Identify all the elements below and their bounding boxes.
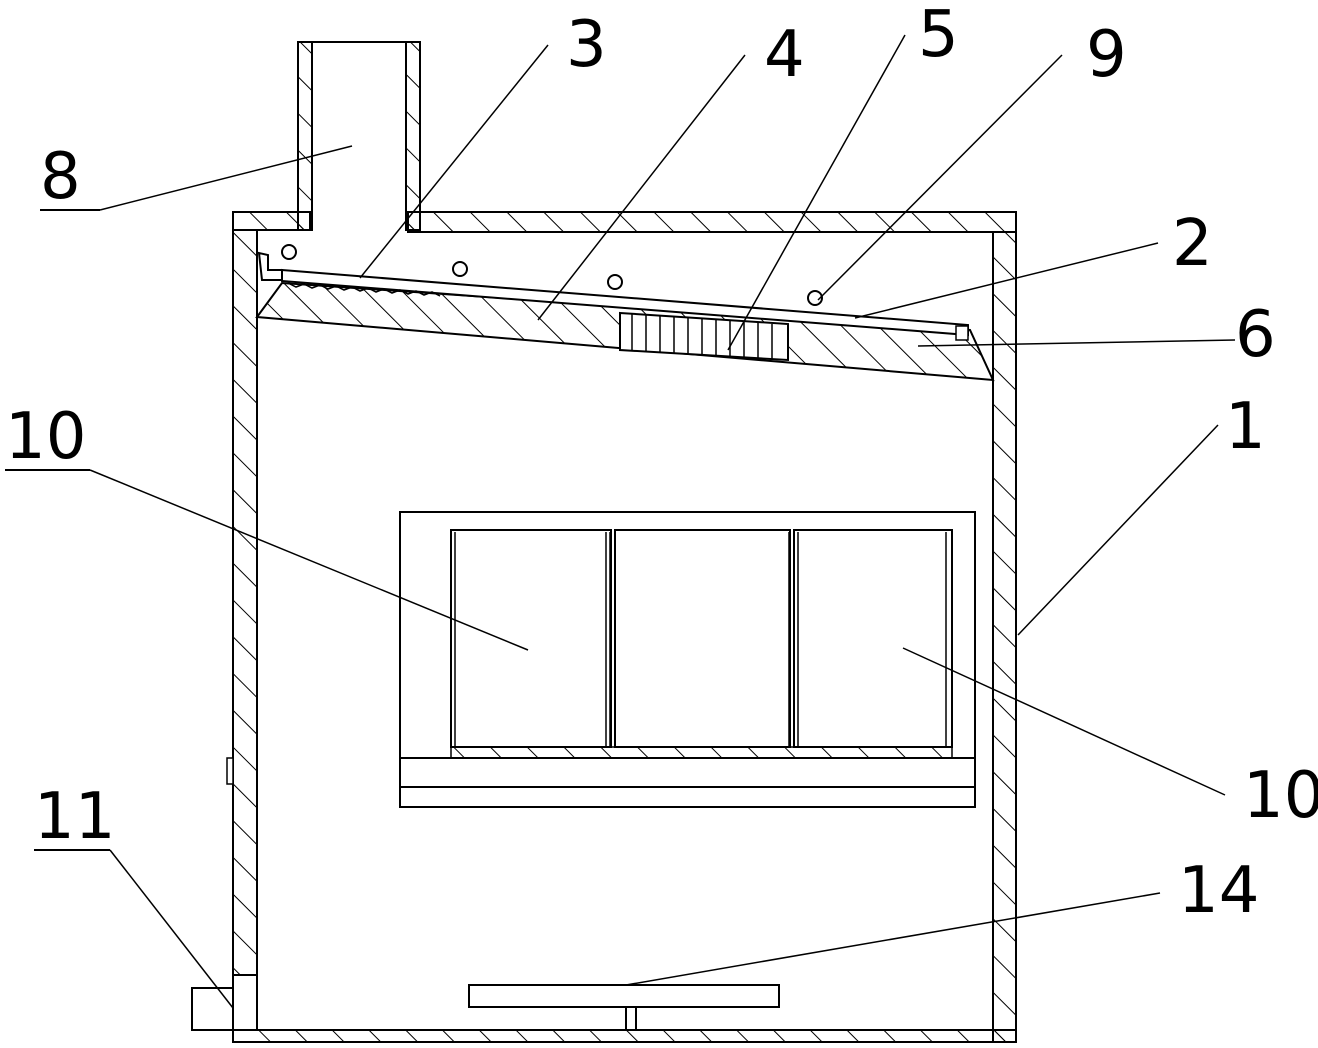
hole bbox=[452, 261, 468, 277]
plate-end-right bbox=[955, 325, 969, 341]
distributor-stem bbox=[625, 1006, 637, 1031]
label-8: 8 bbox=[40, 140, 81, 214]
label-5: 5 bbox=[918, 0, 959, 72]
label-3: 3 bbox=[566, 8, 607, 82]
label-11: 11 bbox=[34, 780, 115, 854]
hole bbox=[807, 290, 823, 306]
label-10-left: 10 bbox=[5, 400, 86, 474]
housing-wall-left bbox=[232, 229, 258, 976]
leader-lines bbox=[5, 34, 1236, 1009]
inlet-pipe-right-wall bbox=[405, 41, 421, 231]
label-6: 6 bbox=[1235, 298, 1276, 372]
hole bbox=[607, 274, 623, 290]
label-9: 9 bbox=[1086, 18, 1127, 92]
drain-pipe bbox=[191, 987, 234, 1031]
label-2: 2 bbox=[1172, 207, 1213, 281]
inlet-pipe bbox=[297, 41, 421, 231]
housing-wall-bottom bbox=[232, 1029, 1017, 1043]
tray-right bbox=[793, 529, 953, 748]
distributor-plate bbox=[468, 984, 780, 1008]
plate-hook-left bbox=[257, 251, 283, 281]
tray-rack bbox=[399, 511, 976, 808]
label-1: 1 bbox=[1225, 390, 1266, 464]
nozzle-block bbox=[619, 311, 789, 362]
inclined-plate-assembly bbox=[255, 244, 995, 382]
bottom-distributor bbox=[468, 984, 780, 1031]
callout-labels: 1 2 3 4 5 6 8 9 10 10 11 14 bbox=[5, 0, 1318, 928]
rack-base-upper bbox=[399, 757, 976, 788]
tray-middle bbox=[614, 529, 791, 748]
drain-wall-segment bbox=[232, 974, 258, 1031]
tray-left bbox=[450, 529, 612, 748]
label-14: 14 bbox=[1178, 854, 1259, 928]
hole bbox=[281, 244, 297, 260]
label-4: 4 bbox=[764, 18, 805, 92]
rack-teeth bbox=[287, 282, 441, 297]
label-10-right: 10 bbox=[1243, 759, 1318, 833]
housing-wall-top-right bbox=[407, 211, 1017, 233]
tray-feet bbox=[450, 746, 953, 759]
side-stub bbox=[226, 757, 234, 785]
inlet-pipe-left-wall bbox=[297, 41, 313, 231]
